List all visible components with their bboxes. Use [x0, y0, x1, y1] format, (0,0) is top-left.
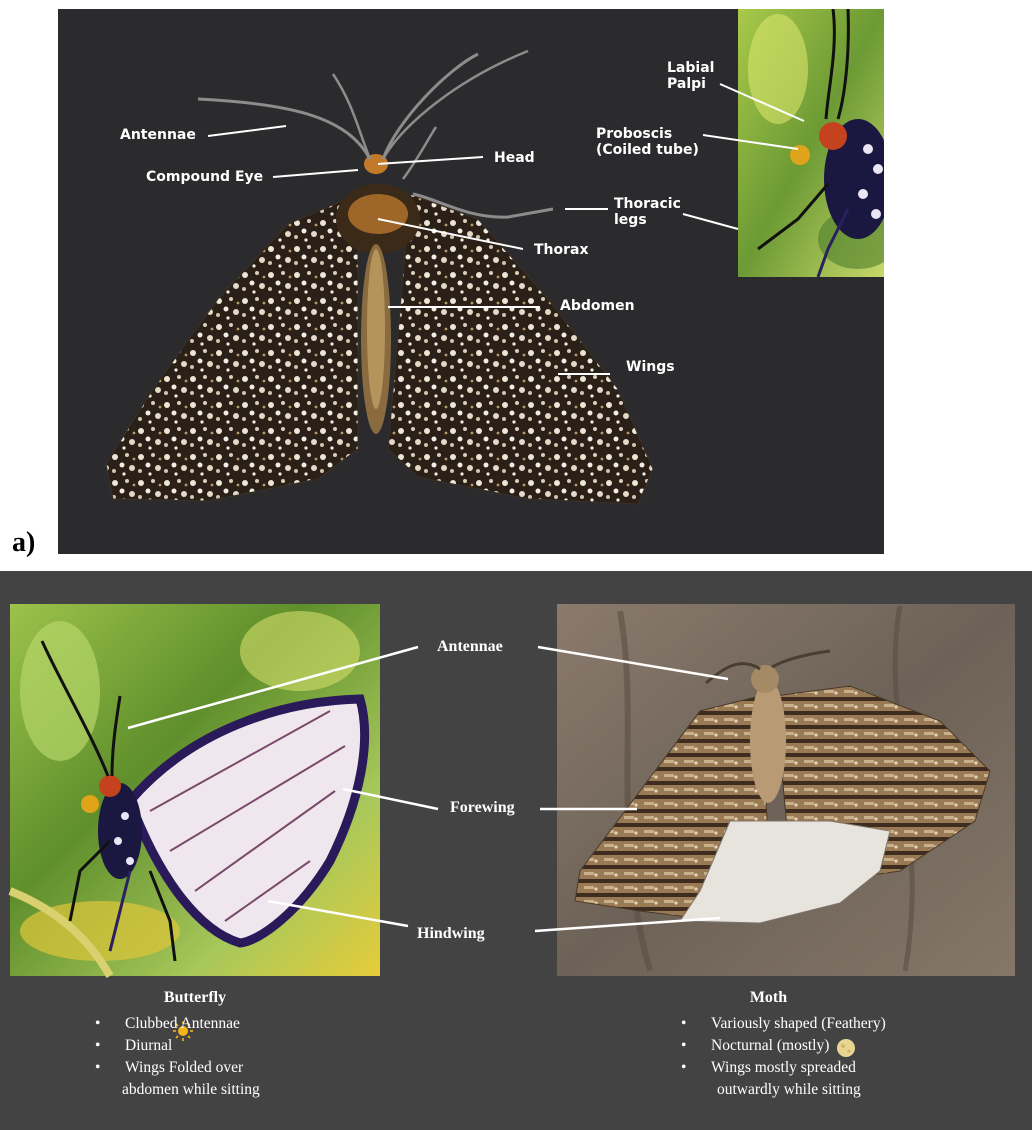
moth-trait: Nocturnal (mostly)	[681, 1035, 941, 1057]
label-forewing: Forewing	[450, 799, 515, 817]
label-thoracic-legs: Thoracic legs	[614, 196, 681, 228]
moth-caption: Moth Variously shaped (Feathery) Nocturn…	[681, 989, 941, 1101]
butterfly-photo	[10, 604, 380, 976]
panel-a-label: a)	[12, 527, 35, 559]
butterfly-title: Butterfly	[55, 989, 335, 1007]
label-thorax: Thorax	[534, 242, 589, 258]
moth-specimen	[106, 51, 653, 504]
moth-photo	[557, 604, 1015, 976]
label-compound-eye: Compound Eye	[146, 169, 263, 185]
butterfly-trait-continued: abdomen while sitting	[95, 1079, 335, 1101]
moth-trait-continued: outwardly while sitting	[681, 1079, 941, 1101]
label-hindwing: Hindwing	[417, 925, 485, 943]
label-wings: Wings	[626, 359, 675, 375]
label-labial-palpi: Labial Palpi	[667, 60, 714, 92]
moth-trait-list: Variously shaped (Feathery) Nocturnal (m…	[681, 1013, 941, 1101]
panel-b: Antennae Forewing Hindwing Butterfly Clu…	[0, 571, 1032, 1130]
panel-a: Antennae Compound Eye Head Thoracic legs…	[58, 9, 884, 554]
panel-a-illustration	[58, 9, 884, 554]
butterfly-trait: Clubbed Antennae	[95, 1013, 335, 1035]
butterfly-trait-list: Clubbed Antennae Diurnal Wings Folded ov…	[95, 1013, 335, 1101]
butterfly-caption: Butterfly Clubbed Antennae Diurnal Wings…	[95, 989, 335, 1101]
label-proboscis: Proboscis (Coiled tube)	[596, 126, 699, 158]
label-antennae-b: Antennae	[437, 638, 503, 656]
moth-title: Moth	[596, 989, 941, 1007]
label-abdomen: Abdomen	[560, 298, 635, 314]
butterfly-trait: Diurnal	[95, 1035, 335, 1057]
moth-trait: Variously shaped (Feathery)	[681, 1013, 941, 1035]
moth-trait: Wings mostly spreaded	[681, 1057, 941, 1079]
label-head: Head	[494, 150, 535, 166]
butterfly-trait: Wings Folded over	[95, 1057, 335, 1079]
label-antennae: Antennae	[120, 127, 196, 143]
